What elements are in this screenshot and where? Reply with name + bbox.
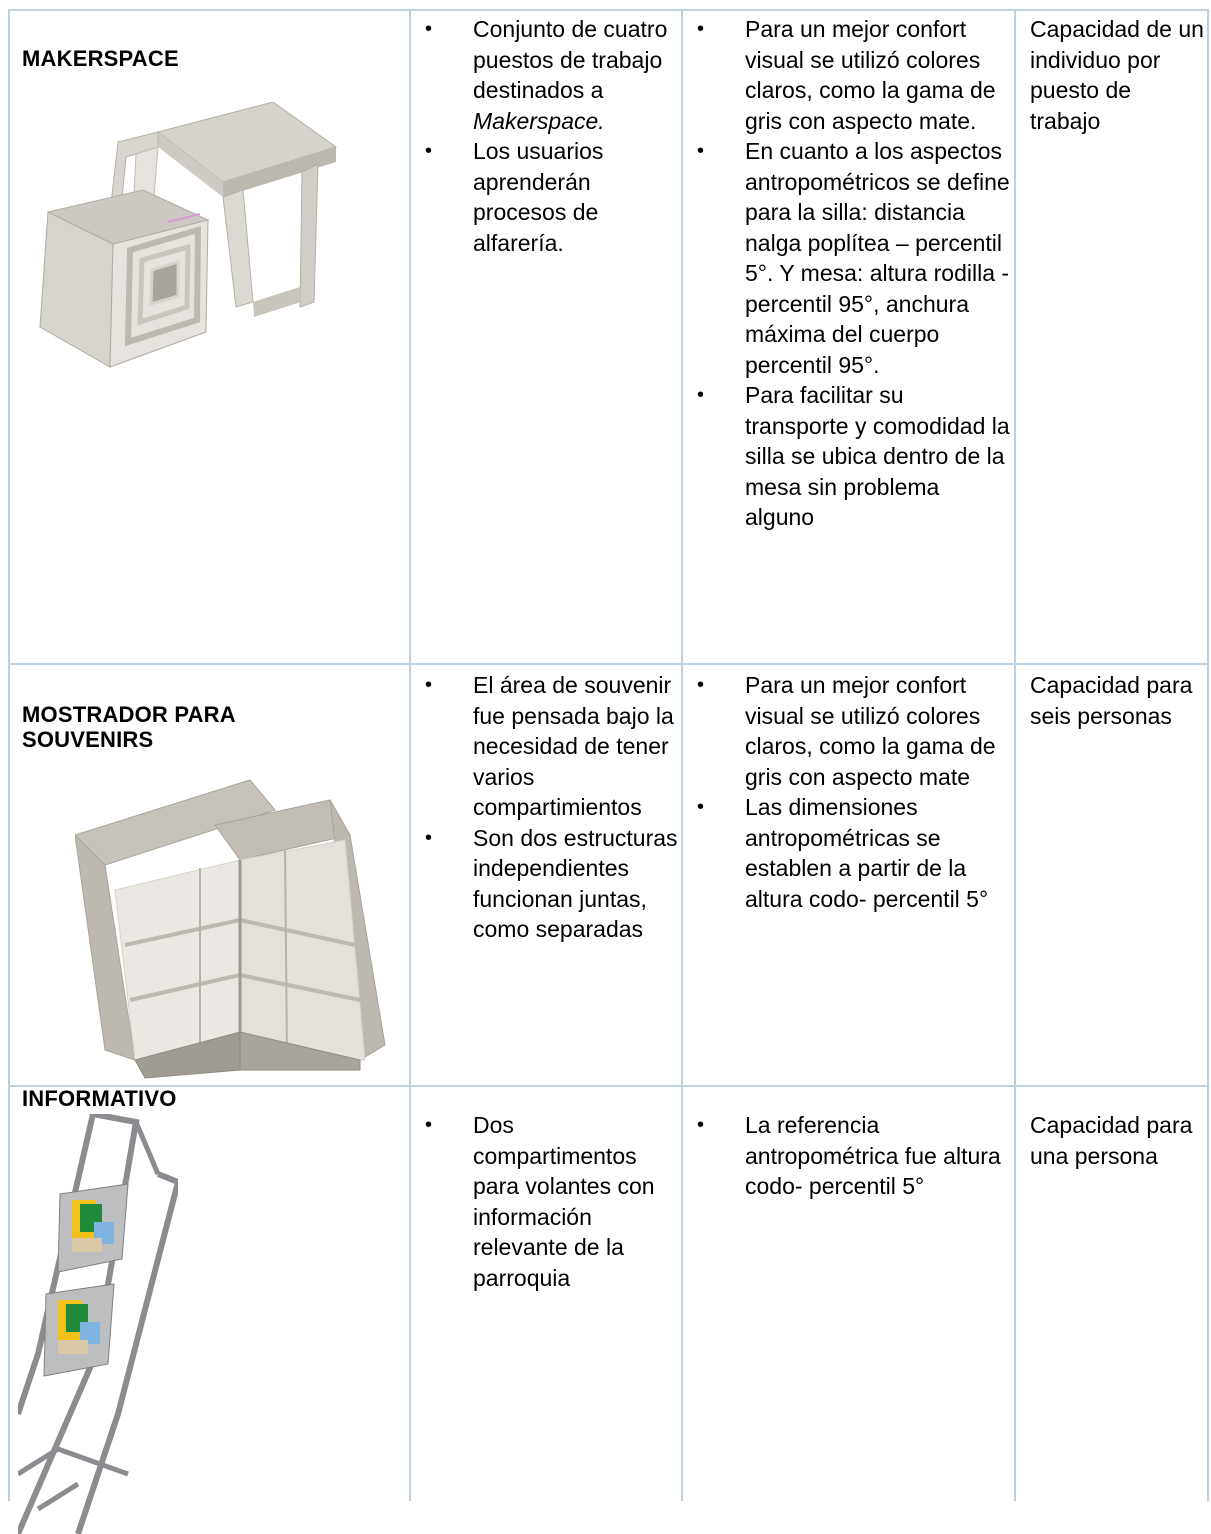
description-list: Conjunto de cuatro puestos de trabajo de…: [409, 14, 679, 258]
item-title: INFORMATIVO: [22, 1086, 177, 1111]
list-item: Dos compartimentos para volantes con inf…: [409, 1110, 679, 1293]
list-item: Para facilitar su transporte y comodidad…: [681, 380, 1011, 533]
considerations-list: Para un mejor confort visual se utilizó …: [681, 670, 1011, 914]
makerspace-workstation-illustration: [39, 102, 338, 368]
list-item: Son dos estructuras independientes funci…: [409, 823, 679, 945]
capacity-text: Capacidad para una persona: [1030, 1112, 1193, 1169]
table-border-left: [8, 10, 10, 1501]
column-divider-3: [1014, 10, 1016, 1501]
table-row-souvenirs: MOSTRADOR PARA SOUVENIRS El área d: [0, 670, 1211, 1080]
bullet-text: Los usuarios aprenderán procesos de alfa…: [473, 138, 604, 256]
capacity-text: Capacidad de un individuo por puesto de …: [1030, 16, 1204, 134]
description-list: Dos compartimentos para volantes con inf…: [409, 1110, 679, 1293]
table-border-top: [8, 9, 1209, 11]
list-item: La referencia antropométrica fue altura …: [681, 1110, 1011, 1202]
list-item: Las dimensiones antropométricas se estab…: [681, 792, 1011, 914]
capacity-text: Capacidad para seis personas: [1030, 672, 1193, 729]
list-item: El área de souvenir fue pensada bajo la …: [409, 670, 679, 823]
considerations-list: Para un mejor confort visual se utilizó …: [681, 14, 1011, 533]
item-title: MAKERSPACE: [22, 46, 179, 71]
item-title: MOSTRADOR PARA SOUVENIRS: [22, 702, 236, 752]
considerations-list: La referencia antropométrica fue altura …: [681, 1110, 1011, 1202]
list-item: Los usuarios aprenderán procesos de alfa…: [409, 136, 679, 258]
row-divider-1: [8, 663, 1209, 665]
bullet-emphasis: Makerspace.: [473, 107, 605, 134]
row-divider-2: [8, 1085, 1209, 1087]
list-item: Conjunto de cuatro puestos de trabajo de…: [409, 14, 679, 136]
description-list: El área de souvenir fue pensada bajo la …: [409, 670, 679, 945]
table-border-right: [1207, 10, 1209, 1501]
furniture-specification-table: MAKERSPACE Conjunto de cuatro puestos de: [0, 0, 1211, 1501]
bullet-text: Conjunto de cuatro puestos de trabajo de…: [473, 16, 668, 103]
table-row-makerspace: MAKERSPACE Conjunto de cuatro puestos de: [0, 14, 1211, 662]
brochure-stand-illustration: [18, 1114, 178, 1534]
list-item: Para un mejor confort visual se utilizó …: [681, 670, 1011, 792]
table-row-informativo: INFORMATIVO Dos compartimentos para vola…: [0, 1086, 1211, 1534]
list-item: En cuanto a los aspectos antropométricos…: [681, 136, 1011, 380]
souvenir-counter-illustration: [75, 779, 386, 1079]
list-item: Para un mejor confort visual se utilizó …: [681, 14, 1011, 136]
